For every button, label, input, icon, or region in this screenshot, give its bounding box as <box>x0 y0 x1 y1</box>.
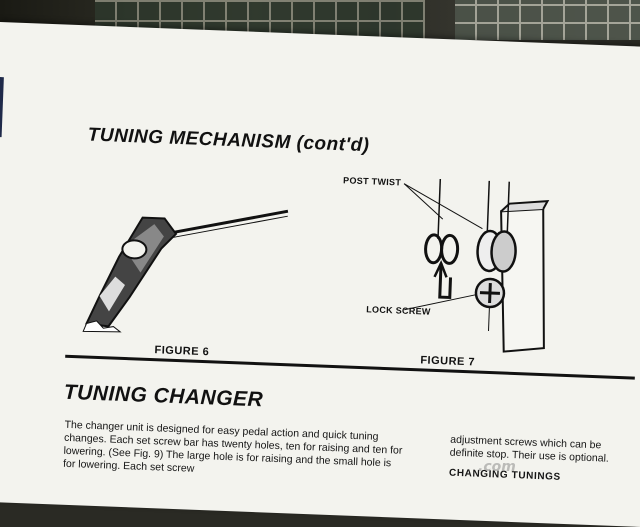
background-grid-right <box>455 0 640 40</box>
manual-page: TUNING MECHANISM (cont'd) FIGURE 6 POST … <box>0 22 640 527</box>
background-grid-left <box>95 0 425 40</box>
page-edge-mark <box>0 76 4 138</box>
changer-post-illustration <box>403 178 550 353</box>
figure-6-label: FIGURE 6 <box>154 344 210 359</box>
page-title: TUNING MECHANISM (cont'd) <box>87 124 370 157</box>
tuning-wrench-illustration <box>82 209 289 333</box>
section-title: TUNING CHANGER <box>63 380 264 412</box>
right-column-text: adjustment screws which can be definite … <box>449 433 610 465</box>
section-body-text: The changer unit is designed for easy pe… <box>62 418 403 475</box>
watermark: .com <box>478 459 516 475</box>
post-twist-callout: POST TWIST <box>342 175 402 188</box>
figure-7-label: FIGURE 7 <box>420 354 476 369</box>
